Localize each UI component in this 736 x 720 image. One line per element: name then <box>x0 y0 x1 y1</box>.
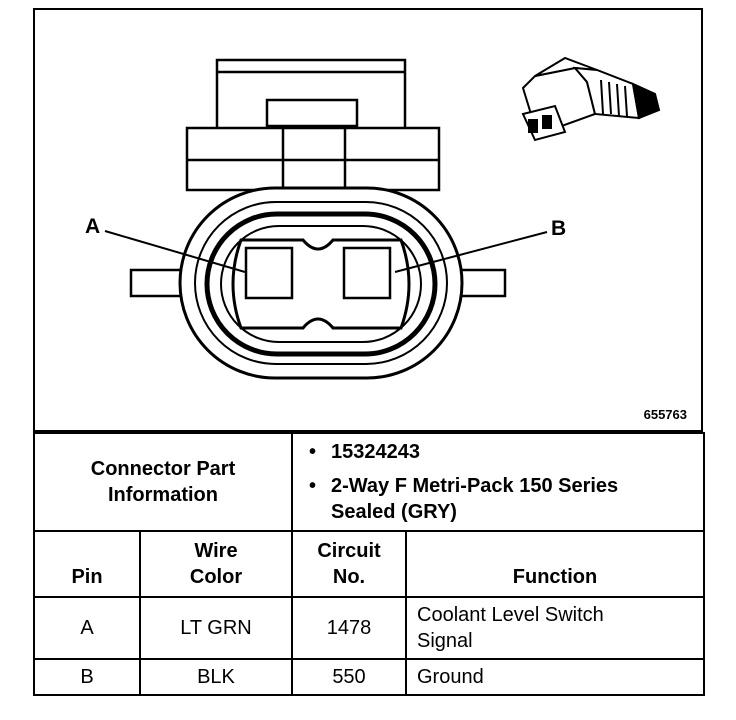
connector-info-details: •15324243 •2-Way F Metri-Pack 150 Series… <box>291 432 705 532</box>
connector-iso-view <box>521 56 661 142</box>
wire-color-cell: BLK <box>139 658 293 696</box>
connector-info-label: Connector Part Information <box>33 432 293 532</box>
connector-info-row: Connector Part Information •15324243 •2-… <box>33 432 705 532</box>
pin-b-callout: B <box>551 217 567 240</box>
function-cell: Coolant Level Switch Signal <box>405 596 705 660</box>
connector-description: •2-Way F Metri-Pack 150 Series Sealed (G… <box>309 475 619 523</box>
table-row: A LT GRN 1478 Coolant Level Switch Signa… <box>33 596 705 660</box>
pin-cell: A <box>33 596 141 660</box>
connector-table: Connector Part Information •15324243 •2-… <box>33 432 705 696</box>
header-wire-color: Wire Color <box>139 530 293 598</box>
header-pin: Pin <box>33 530 141 598</box>
function-cell: Ground <box>405 658 705 696</box>
header-function: Function <box>405 530 705 598</box>
connector-illustration: A B 655763 <box>33 8 703 432</box>
figure-number: 655763 <box>643 407 687 422</box>
wire-color-cell: LT GRN <box>139 596 293 660</box>
pin-cell: B <box>33 658 141 696</box>
circuit-cell: 550 <box>291 658 407 696</box>
table-header-row: Pin Wire Color Circuit No. Function <box>33 530 705 598</box>
connector-part-number: •15324243 <box>309 441 420 463</box>
header-circuit-no: Circuit No. <box>291 530 407 598</box>
connector-drawing <box>104 56 661 380</box>
circuit-cell: 1478 <box>291 596 407 660</box>
table-row: B BLK 550 Ground <box>33 658 705 696</box>
pin-a-callout: A <box>85 215 101 238</box>
